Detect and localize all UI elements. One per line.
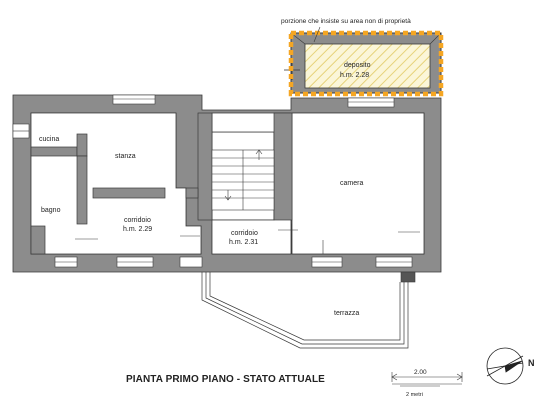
- terrazza-railing: [201, 272, 409, 349]
- door-marks: [75, 229, 420, 254]
- interior-walls: [30, 112, 293, 255]
- label-corridoio-1: corridoio: [124, 217, 151, 224]
- deposito-area: [284, 30, 444, 97]
- label-stanza: stanza: [115, 153, 136, 160]
- label-deposito: deposito: [344, 62, 371, 69]
- label-bagno: bagno: [41, 207, 61, 214]
- scale-bar: [391, 372, 463, 387]
- label-deposito-hm: h.m. 2.28: [340, 72, 369, 79]
- ownership-note: porzione che insiste su area non di prop…: [281, 18, 411, 25]
- scale-unit: 2 metri: [406, 392, 423, 398]
- page-title: PIANTA PRIMO PIANO - STATO ATTUALE: [126, 374, 325, 385]
- label-corridoio-1-hm: h.m. 2.29: [123, 226, 152, 233]
- label-camera: camera: [340, 180, 363, 187]
- pillar: [400, 271, 416, 283]
- label-corridoio-2: corridoio: [231, 230, 258, 237]
- non-property-boundary: [288, 30, 444, 97]
- north-label: N: [528, 358, 535, 368]
- label-corridoio-2-hm: h.m. 2.31: [229, 239, 258, 246]
- north-arrow-icon: [486, 347, 524, 385]
- windows: [12, 94, 413, 268]
- label-terrazza: terrazza: [334, 310, 359, 317]
- staircase: [211, 149, 275, 211]
- scale-value: 2.00: [414, 369, 427, 376]
- label-cucina: cucina: [39, 136, 59, 143]
